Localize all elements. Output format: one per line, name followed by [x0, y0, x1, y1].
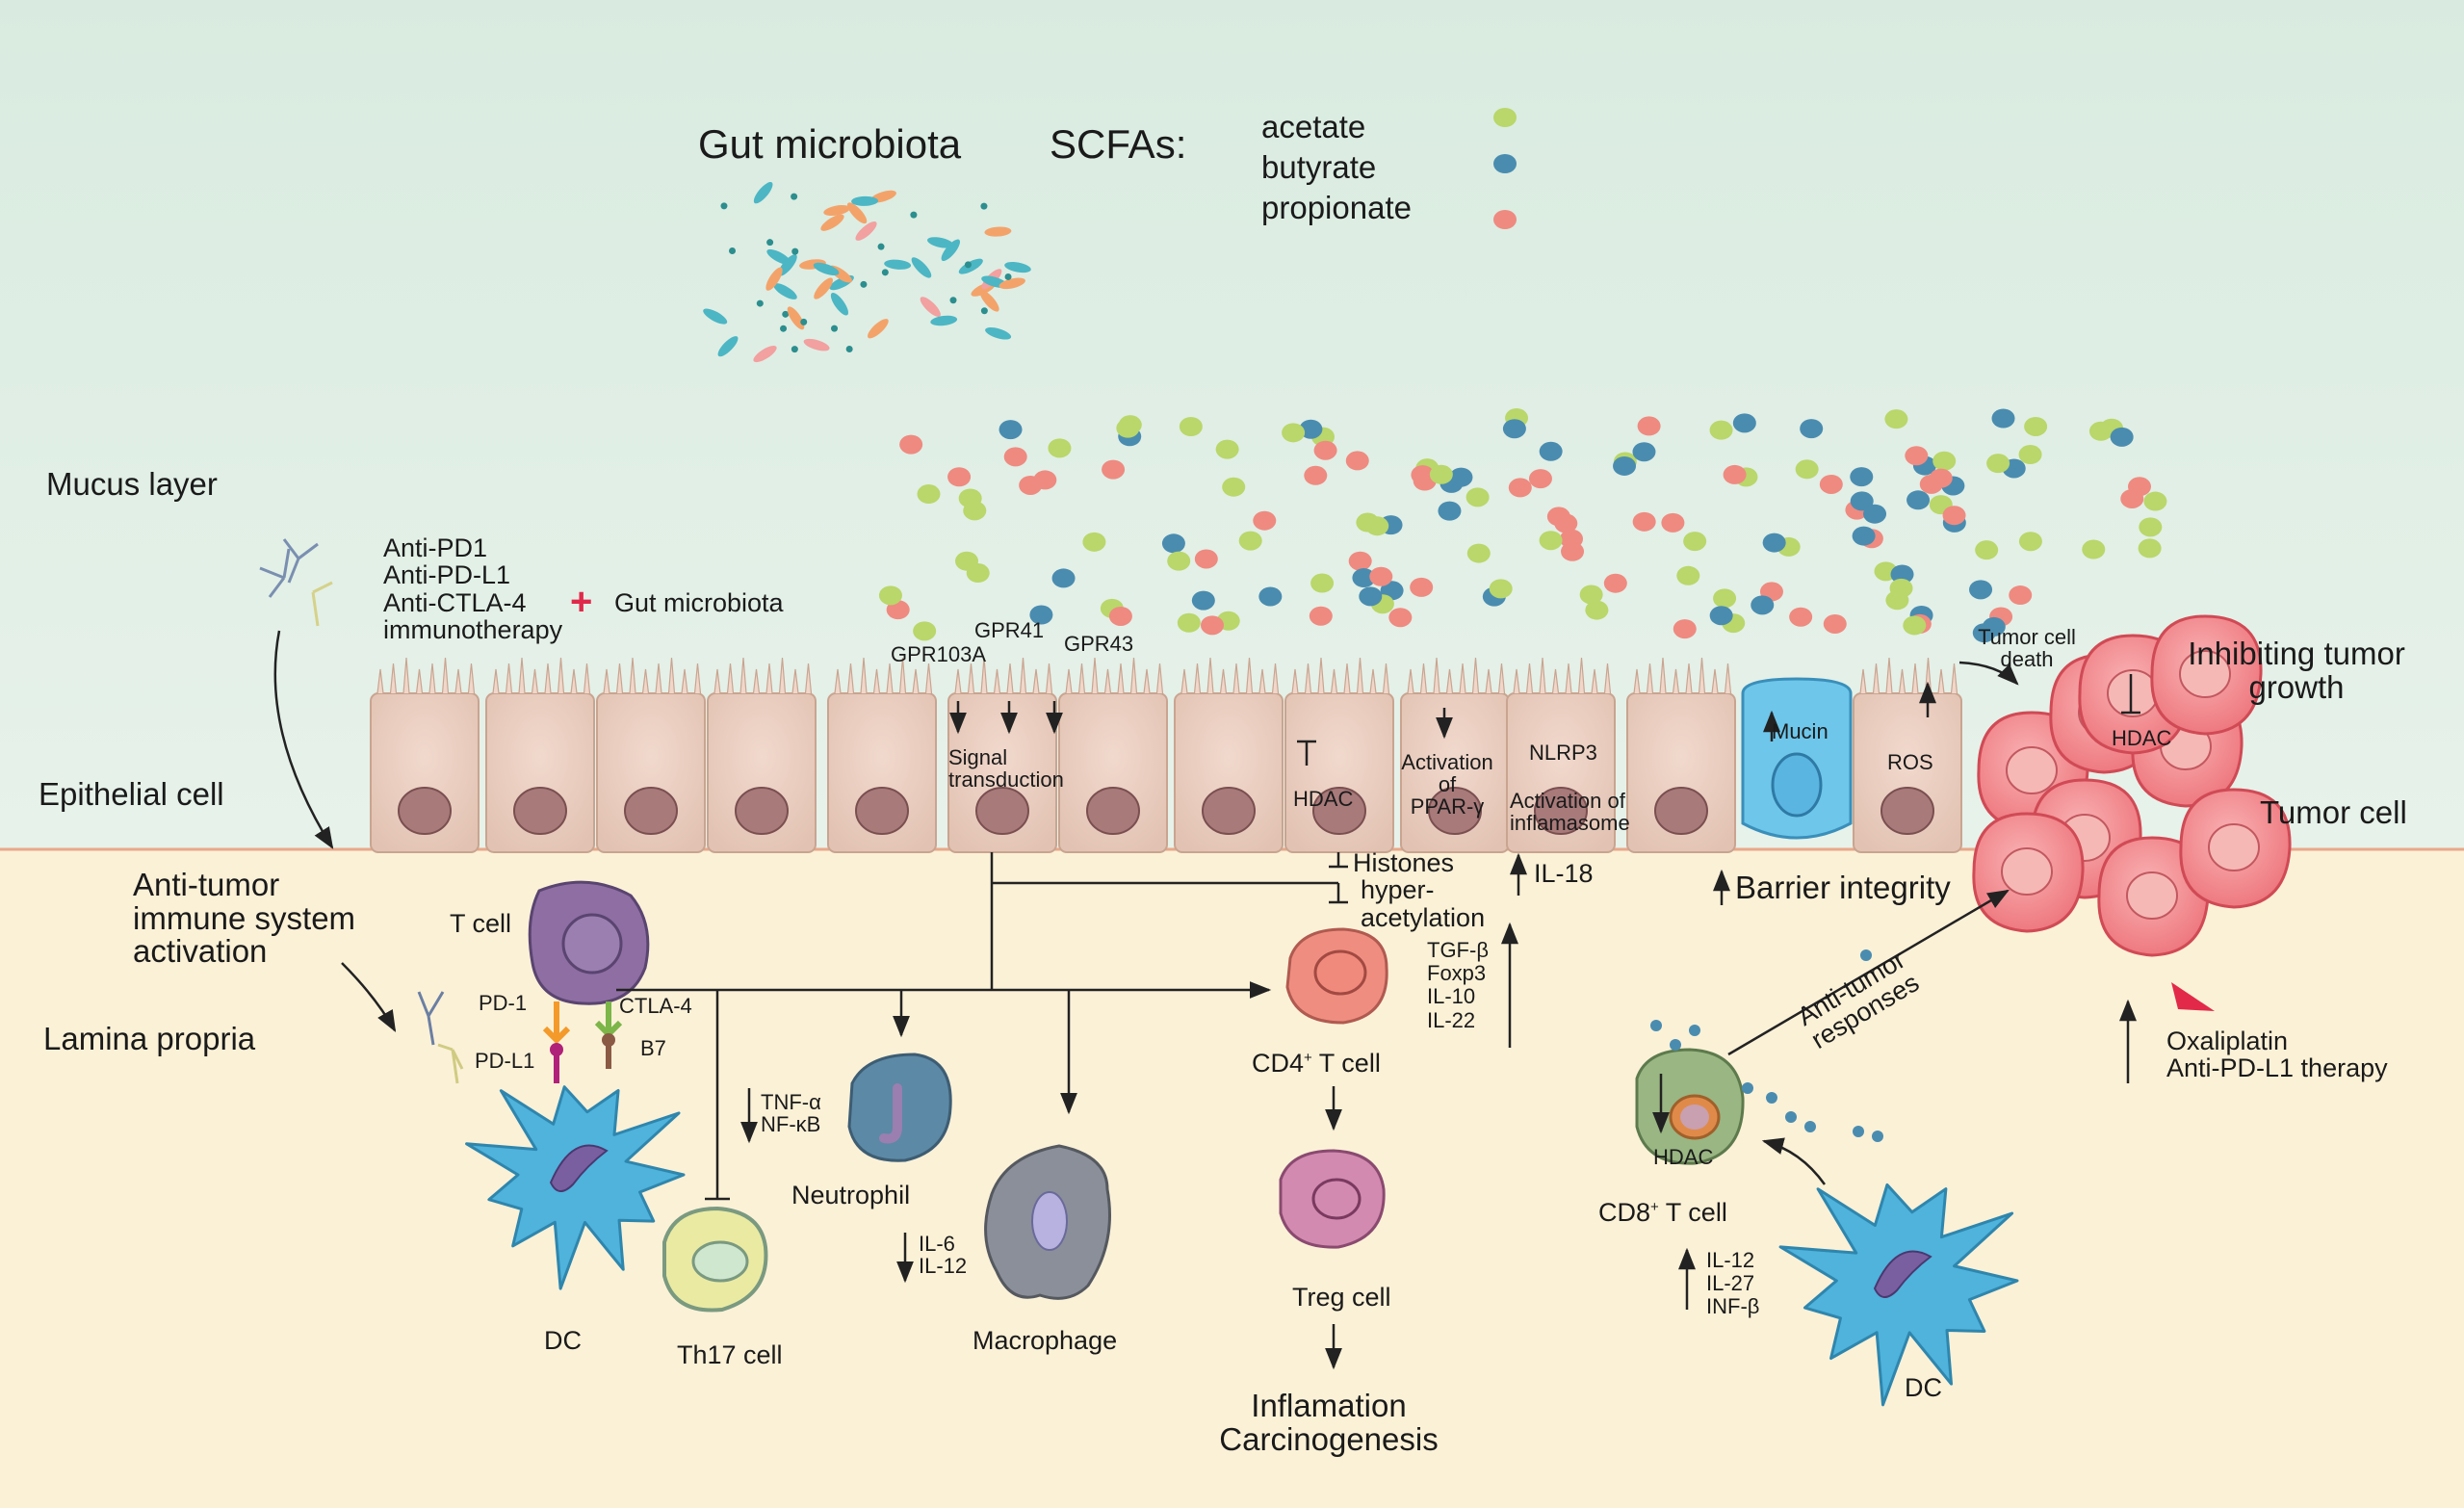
gpr103a-label: GPR103A — [891, 642, 987, 666]
mucin-label: Mucin — [1772, 719, 1829, 743]
th17-label: Th17 cell — [677, 1340, 783, 1369]
ctla4-label: CTLA-4 — [619, 994, 692, 1018]
b7-label: B7 — [640, 1036, 666, 1060]
plus-sign: + — [570, 581, 593, 623]
gut-microbiota-bacteria — [703, 182, 1031, 363]
scfa-title: SCFAs: — [1050, 121, 1187, 167]
th17-cell-shape — [662, 1206, 768, 1313]
tumor-cell-label: Tumor cell — [2260, 794, 2407, 830]
neutrophil-shape — [847, 1053, 952, 1162]
dc-right-label: DC — [1905, 1373, 1942, 1402]
treg-label: Treg cell — [1292, 1283, 1391, 1312]
cd8-cell-shape — [1635, 1048, 1745, 1165]
dc-left-label: DC — [544, 1326, 582, 1355]
cd8-label: CD8+ T cell — [1598, 1198, 1727, 1227]
barrier-integrity-label: Barrier integrity — [1735, 870, 1951, 905]
lamina-propria-label: Lamina propria — [43, 1021, 256, 1056]
treg-cell-shape — [1279, 1149, 1386, 1249]
dc-left-shape — [465, 1085, 686, 1290]
pathway-arrows — [273, 630, 2140, 1370]
nlrp3-label: NLRP3 — [1529, 741, 1597, 765]
anti-tumor-activation-label: Anti-tumor immune system activation — [133, 867, 356, 970]
legend-swatches — [1493, 108, 1517, 229]
gpr41-label: GPR41 — [974, 618, 1045, 642]
pd1-label: PD-1 — [479, 991, 528, 1015]
cd4-label: CD4+ T cell — [1252, 1049, 1381, 1078]
il12-list: IL-12 IL-27 INF-β — [1706, 1248, 1760, 1319]
cd8-hdac-label: HDAC — [1653, 1145, 1714, 1169]
legend-acetate: acetate — [1261, 109, 1366, 144]
legend-butyrate: butyrate — [1261, 149, 1377, 185]
gpr43-label: GPR43 — [1064, 632, 1134, 656]
cd4-cell-shape — [1285, 927, 1388, 1025]
macrophage-shape — [984, 1144, 1111, 1300]
scfa-molecules — [878, 408, 2167, 643]
legend-dot — [1493, 210, 1517, 229]
legend-dot — [1493, 154, 1517, 173]
hdac-label: HDAC — [1293, 787, 1354, 811]
tgf-list: TGF-β Foxp3 IL-10 IL-22 — [1427, 938, 1489, 1032]
t-cell-label: T cell — [450, 909, 512, 938]
antibodies — [259, 538, 464, 1084]
ros-label: ROS — [1887, 750, 1933, 774]
epithelial-cells — [370, 657, 1962, 853]
neutrophil-label: Neutrophil — [791, 1181, 911, 1209]
gut-microbiota-title: Gut microbiota — [698, 121, 962, 167]
legend-propionate: propionate — [1261, 190, 1412, 225]
dc-right-shape — [1778, 1183, 2019, 1407]
legend-dot — [1493, 108, 1517, 127]
mucus-layer-label: Mucus layer — [46, 466, 218, 502]
macrophage-label: Macrophage — [973, 1326, 1118, 1355]
tumor-hdac-label: HDAC — [2112, 726, 2172, 750]
epithelial-cell-label: Epithelial cell — [39, 776, 224, 812]
tumor-cells — [1972, 614, 2292, 957]
t-cell-shape — [528, 880, 650, 1005]
immunotherapy-list: Anti-PD1 Anti-PD-L1 Anti-CTLA-4 immunoth… — [383, 533, 563, 645]
pd1-pdl1-ctla4-receptors — [542, 1001, 623, 1083]
pdl1-label: PD-L1 — [475, 1049, 535, 1073]
histones-label: Histones hyper- acetylation — [1353, 848, 1486, 932]
il18-label: IL-18 — [1534, 859, 1594, 888]
gut-microbiota-combo-label: Gut microbiota — [614, 588, 784, 617]
lamina-propria-bg — [0, 849, 2464, 1508]
oxaliplatin-icon — [2171, 982, 2215, 1011]
